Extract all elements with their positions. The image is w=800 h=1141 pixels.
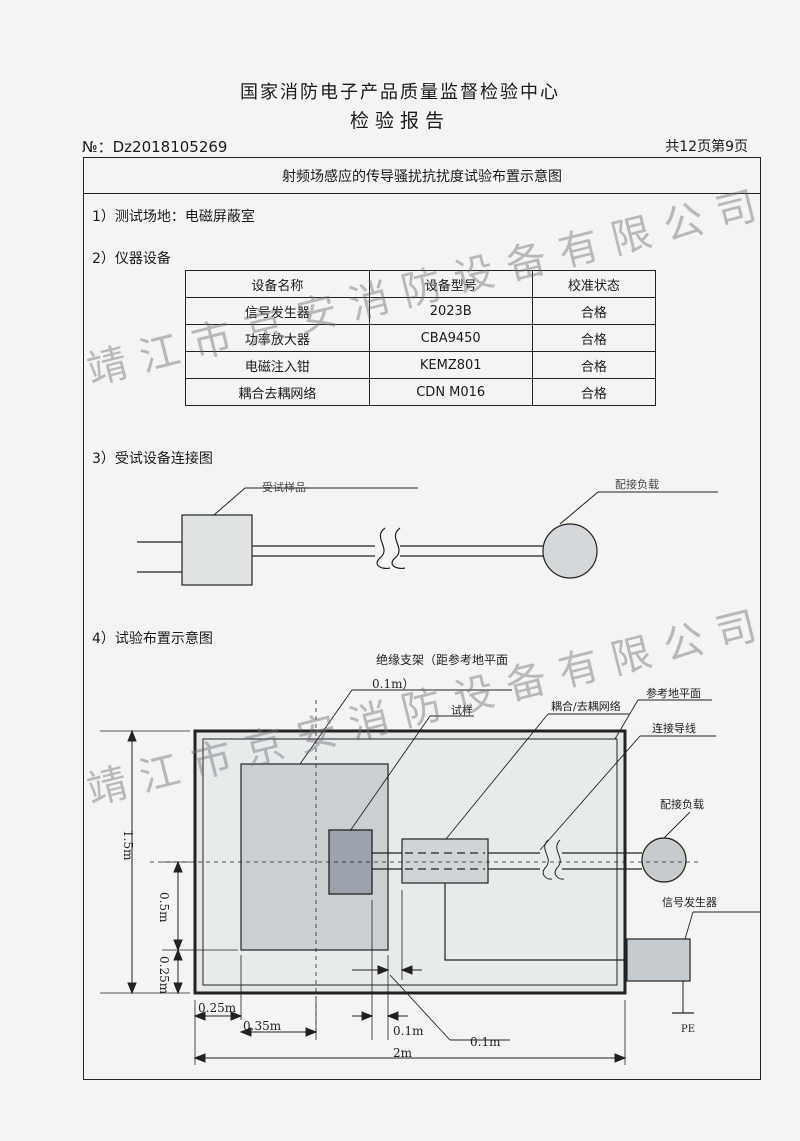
ground-plane-label: 参考地平面 bbox=[646, 686, 701, 700]
table-row: 耦合去耦网络 CDN M016 合格 bbox=[185, 378, 657, 406]
test-site-label: 1）测试场地：电磁屏蔽室 bbox=[92, 209, 255, 225]
center-name: 国家消防电子产品质量监督检验中心 bbox=[240, 82, 560, 103]
report-title: 检验报告 bbox=[349, 110, 450, 132]
instruments-label: 2）仪器设备 bbox=[92, 251, 171, 267]
page-info: 共12页第9页 bbox=[665, 139, 748, 155]
dim-width-support: 0.35m bbox=[243, 1019, 282, 1033]
connection-diagram bbox=[137, 487, 718, 586]
load-label: 配接负载 bbox=[615, 477, 659, 491]
title-divider bbox=[83, 193, 761, 194]
layout-label: 4）试验布置示意图 bbox=[92, 631, 213, 647]
section-title: 射频场感应的传导骚扰抗扰度试验布置示意图 bbox=[282, 169, 562, 185]
table-row: 信号发生器 2023B 合格 bbox=[185, 297, 657, 325]
report-frame bbox=[83, 157, 761, 1080]
sample-label: 试样 bbox=[451, 703, 473, 717]
eut-label: 受试样品 bbox=[262, 480, 306, 494]
doc-number: №：Dz2018105269 bbox=[82, 138, 228, 156]
dim-gap-a: 0.1m bbox=[393, 1024, 424, 1038]
calibration-status: 合格 bbox=[531, 297, 657, 325]
device-name: 耦合去耦网络 bbox=[185, 378, 370, 406]
load-label-layout: 配接负载 bbox=[660, 797, 704, 811]
device-model: CDN M016 bbox=[368, 378, 533, 406]
load-circle bbox=[542, 523, 598, 579]
dim-width-total: 2m bbox=[393, 1046, 413, 1060]
calibration-status: 合格 bbox=[531, 324, 657, 352]
instrument-table: 设备名称 设备型号 校准状态 信号发生器 2023B 合格 功率放大器 CBA9… bbox=[185, 270, 657, 406]
support-label-line1: 绝缘支架（距参考地平面 bbox=[376, 652, 508, 667]
eut-box bbox=[181, 514, 253, 586]
generator-label: 信号发生器 bbox=[662, 895, 717, 909]
dim-height-mid: 0.5m bbox=[157, 892, 171, 923]
cdn-box bbox=[401, 838, 489, 884]
dim-gap-b: 0.1m bbox=[470, 1035, 501, 1049]
pe-label: PE bbox=[681, 1024, 695, 1035]
calibration-status: 合格 bbox=[531, 378, 657, 406]
layout-diagram bbox=[100, 689, 760, 1065]
calibration-status: 合格 bbox=[531, 351, 657, 379]
connection-label: 3）受试设备连接图 bbox=[92, 451, 213, 467]
dim-height-total: 1.5m bbox=[121, 830, 135, 861]
header-device-name: 设备名称 bbox=[185, 270, 370, 298]
table-header-row: 设备名称 设备型号 校准状态 bbox=[185, 270, 657, 298]
load-circle-layout bbox=[641, 837, 687, 883]
table-row: 功率放大器 CBA9450 合格 bbox=[185, 324, 657, 352]
dim-width-left: 0.25m bbox=[198, 1001, 237, 1015]
generator-box bbox=[626, 938, 691, 982]
support-label-line2: 0.1m） bbox=[372, 677, 414, 691]
dim-height-bottom: 0.25m bbox=[157, 956, 171, 995]
cable-label: 连接导线 bbox=[652, 721, 696, 735]
device-model: KEMZ801 bbox=[368, 351, 533, 379]
cdn-label: 耦合/去耦网络 bbox=[551, 699, 621, 713]
device-name: 功率放大器 bbox=[185, 324, 370, 352]
